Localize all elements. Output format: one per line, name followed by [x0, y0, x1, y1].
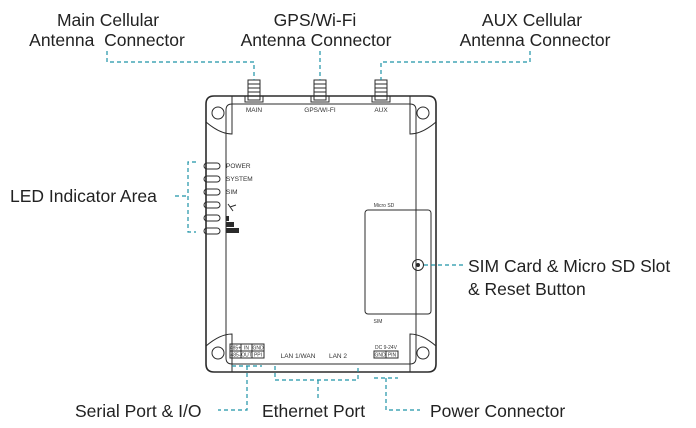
- serial-label-485n: 485-: [230, 353, 240, 359]
- serial-label-ppi: PPI: [254, 353, 262, 359]
- main-antenna-callout-line2: Antenna Connector: [29, 30, 185, 50]
- power-label-pin: PIN: [388, 353, 397, 359]
- serial-label-in: IN: [244, 346, 249, 352]
- serial-port-leader: [218, 365, 262, 411]
- ethernet-port-leader: [274, 366, 359, 398]
- ethernet-port-callout: Ethernet Port: [262, 401, 365, 421]
- power-connector-leader: [374, 377, 420, 411]
- serial-port-block: 485+ IN GND 485- OUT PPI: [229, 343, 265, 359]
- serial-label-485p: 485+: [230, 346, 241, 352]
- mounting-lug-bottom-left: [205, 333, 233, 373]
- power-connector-block: DC 9-24V GND PIN: [373, 345, 399, 359]
- aux-connector-label: AUX: [374, 107, 388, 114]
- power-voltage-label: DC 9-24V: [375, 345, 398, 351]
- sim-slot-cover: [364, 209, 432, 315]
- micro-sd-label: Micro SD: [374, 203, 395, 209]
- mounting-lug-top-right: [409, 95, 437, 135]
- aux-antenna-callout-line2: Antenna Connector: [460, 30, 611, 50]
- sim-slot-callout-line2: & Reset Button: [468, 279, 586, 299]
- power-label-gnd: GND: [374, 353, 386, 359]
- led-area-bracket: [187, 161, 196, 233]
- main-antenna-connector: [244, 79, 264, 103]
- aux-antenna-leader: [380, 51, 531, 80]
- mounting-lug-top-left: [205, 95, 233, 135]
- led-indicator-area: POWER SYSTEM SIM: [203, 162, 253, 235]
- signal-strength-icon: [226, 203, 239, 233]
- lan1-label: LAN 1/WAN: [281, 353, 316, 360]
- power-connector-callout: Power Connector: [430, 401, 565, 421]
- led-label-power: POWER: [226, 163, 251, 170]
- sim-slot-callout-line1: SIM Card & Micro SD Slot: [468, 256, 670, 276]
- serial-label-gnd: GND: [252, 346, 264, 352]
- device-body: [205, 95, 437, 373]
- lan2-label: LAN 2: [329, 353, 347, 360]
- gps-antenna-callout-line1: GPS/Wi-Fi: [274, 10, 357, 30]
- led-label-system: SYSTEM: [226, 176, 253, 183]
- main-antenna-callout-line1: Main Cellular: [57, 10, 159, 30]
- led-area-callout: LED Indicator Area: [10, 186, 157, 206]
- gps-antenna-connector: [310, 79, 330, 103]
- led-label-sim: SIM: [226, 189, 238, 196]
- main-connector-label: MAIN: [246, 107, 263, 114]
- mounting-lug-bottom-right: [409, 333, 437, 373]
- reset-button-icon: [416, 263, 420, 267]
- aux-antenna-callout-line1: AUX Cellular: [482, 10, 582, 30]
- gps-antenna-callout-line2: Antenna Connector: [241, 30, 392, 50]
- serial-port-callout: Serial Port & I/O: [75, 401, 201, 421]
- serial-label-out: OUT: [241, 353, 252, 359]
- gps-connector-label: GPS/WI-FI: [304, 107, 336, 114]
- main-antenna-leader: [106, 51, 255, 80]
- sim-label: SIM: [374, 319, 383, 325]
- aux-antenna-connector: [371, 79, 391, 103]
